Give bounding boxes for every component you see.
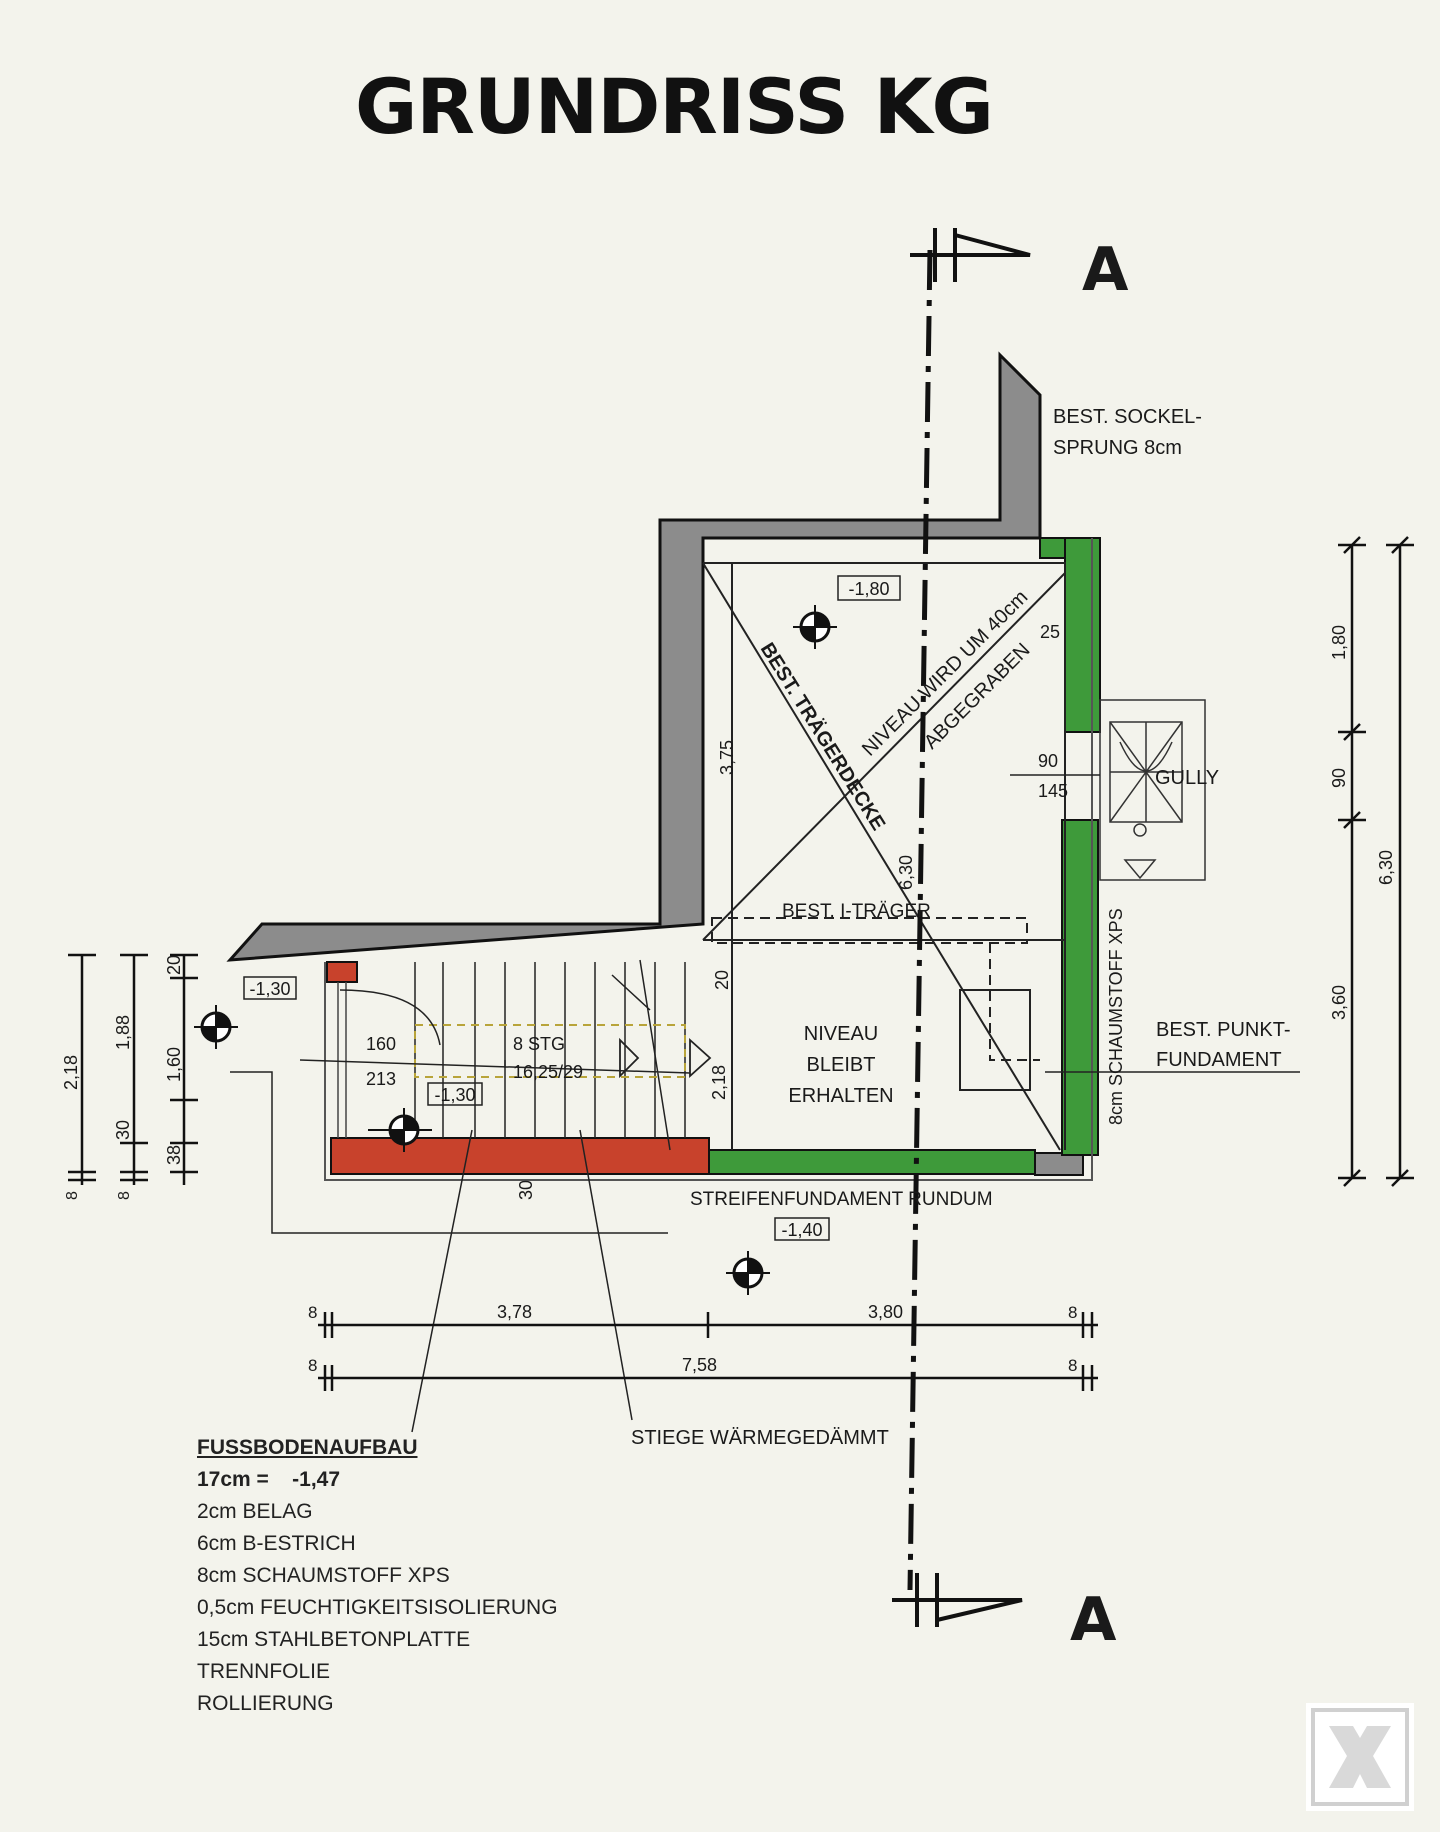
point-foundation-outline: [959, 943, 1040, 1091]
point-foundation: [959, 989, 1031, 1091]
dim-chain-bottom: [318, 1312, 1098, 1391]
dim-left-8a: 8: [64, 1191, 81, 1200]
foundation-outline: [324, 538, 1093, 1181]
dim-160: 160: [366, 1034, 396, 1054]
label-niveau-bleibt-1: NIVEAU: [804, 1023, 878, 1045]
i-beam-outline: [711, 917, 1028, 944]
dim-chain-right: [1338, 536, 1414, 1187]
dim-20: 20: [712, 970, 732, 990]
dim-30-wall: 30: [516, 1180, 536, 1200]
dim-left-160: 1,60: [164, 1047, 184, 1082]
label-punkt-1: BEST. PUNKT-: [1156, 1019, 1290, 1041]
dim-25: 25: [1040, 622, 1060, 642]
dim-375: 3,75: [717, 740, 737, 775]
dim-chain-left: [68, 953, 198, 1185]
label-stg-ratio: 16,25/29: [513, 1062, 583, 1082]
section-line-a: [907, 249, 933, 1591]
stair-arrow-icon: [619, 1037, 712, 1079]
label-punkt-2: FUNDAMENT: [1156, 1049, 1282, 1071]
level-box-left: -1,30: [243, 976, 297, 1000]
dim-left-8b: 8: [116, 1191, 133, 1200]
floor-build-layer: TRENNFOLIE: [197, 1660, 331, 1683]
section-arrow-bottom-icon: [892, 1573, 1023, 1627]
label-niveau-bleibt-3: ERHALTEN: [788, 1085, 893, 1107]
existing-wall-corner: [1034, 1152, 1084, 1176]
level-upper: -1,80: [848, 579, 889, 599]
dim-right-90: 90: [1329, 768, 1349, 788]
dim-bottom-8b: 8: [1068, 1303, 1077, 1322]
level-box-stair: -1,30: [427, 1082, 483, 1106]
dim-total-8a: 8: [308, 1356, 317, 1375]
level-target-icon: [194, 1005, 238, 1049]
level-box-upper: -1,80: [837, 575, 901, 601]
dim-total-758: 7,58: [682, 1355, 717, 1375]
floor-build-layer: 8cm SCHAUMSTOFF XPS: [197, 1564, 450, 1587]
floor-build-heading: FUSSBODENAUFBAU: [197, 1436, 418, 1459]
section-marker-top: A: [1082, 235, 1129, 305]
dim-213: 213: [366, 1069, 396, 1089]
page-title: GRUNDRISS KG: [355, 62, 994, 151]
section-marker-bottom: A: [1070, 1585, 1117, 1655]
stair-walk-line: [299, 959, 691, 1151]
dim-left-188: 1,88: [113, 1015, 133, 1050]
level-target-icon: [793, 605, 837, 649]
stair-treads: [414, 962, 686, 1138]
dim-left-38: 38: [164, 1145, 184, 1165]
floor-build-layer: ROLLIERUNG: [197, 1692, 334, 1715]
room-outline: [703, 562, 1066, 1150]
label-stiege: STIEGE WÄRMEGEDÄMMT: [631, 1427, 889, 1449]
dim-total-8b: 8: [1068, 1356, 1077, 1375]
label-i-traeger: BEST. I-TRÄGER: [782, 901, 931, 922]
stair-left-wall: [337, 982, 347, 1138]
section-arrow-top-icon: [910, 228, 1031, 282]
floor-build-layer: 2cm BELAG: [197, 1500, 313, 1523]
floor-build-layer: 0,5cm FEUCHTIGKEITSISOLIERUNG: [197, 1596, 558, 1619]
level-stair: -1,30: [434, 1085, 475, 1105]
brand-logo-icon: [1306, 1703, 1414, 1811]
dim-left-218: 2,18: [61, 1055, 81, 1090]
gully-icon: [1099, 699, 1206, 881]
level-target-icon: [726, 1251, 770, 1295]
dim-right-180: 1,80: [1329, 625, 1349, 660]
slab-diagonal-1: [702, 562, 1061, 1151]
dim-bottom-378: 3,78: [497, 1302, 532, 1322]
dim-right-630: 6,30: [1376, 850, 1396, 885]
label-gully: GULLY: [1155, 767, 1219, 789]
label-stg-count: 8 STG: [513, 1034, 565, 1054]
label-streifenfundament: STREIFENFUNDAMENT RUNDUM: [690, 1189, 993, 1210]
existing-wall: [226, 351, 1042, 962]
leader-lines: [230, 1071, 1300, 1433]
dim-630-section: 6,30: [896, 855, 916, 890]
dim-left-20: 20: [164, 955, 184, 975]
door-swing-arc: [339, 989, 441, 1046]
level-left: -1,30: [249, 979, 290, 999]
dim-right-360: 3,60: [1329, 985, 1349, 1020]
level-target-icon: [368, 1108, 432, 1152]
logo-cross-icon: [1311, 1708, 1409, 1806]
floor-build-layer: 15cm STAHLBETONPLATTE: [197, 1628, 471, 1651]
dim-218-inner: 2,18: [709, 1065, 729, 1100]
label-sockel-1: BEST. SOCKEL-: [1053, 406, 1202, 428]
level-bottom: -1,40: [781, 1220, 822, 1240]
xps-insulation-bottom: [707, 1149, 1036, 1175]
dim-90-gully: 90: [1038, 751, 1058, 771]
label-sockel-2: SPRUNG 8cm: [1053, 437, 1182, 459]
label-schaumstoff: 8cm SCHAUMSTOFF XPS: [1106, 908, 1126, 1125]
dim-bottom-8a: 8: [308, 1303, 317, 1322]
new-wall-bottom: [330, 1137, 710, 1175]
label-niveau-bleibt-2: BLEIBT: [807, 1054, 876, 1076]
new-wall-post: [326, 961, 358, 983]
dim-145: 145: [1038, 781, 1068, 801]
floor-build-layer: 6cm B-ESTRICH: [197, 1532, 356, 1555]
floor-build-legend: FUSSBODENAUFBAU 17cm = -1,47 2cm BELAG 6…: [197, 1432, 558, 1720]
level-box-bottom: -1,40: [774, 1217, 830, 1241]
floor-build-total: 17cm = -1,47: [197, 1468, 341, 1491]
slab-diagonal-2: [702, 572, 1066, 941]
dim-left-30: 30: [113, 1120, 133, 1140]
xps-insulation-right-upper: [1064, 537, 1101, 733]
dim-bottom-380: 3,80: [868, 1302, 903, 1322]
stair-dashed-edges: [414, 1024, 686, 1078]
